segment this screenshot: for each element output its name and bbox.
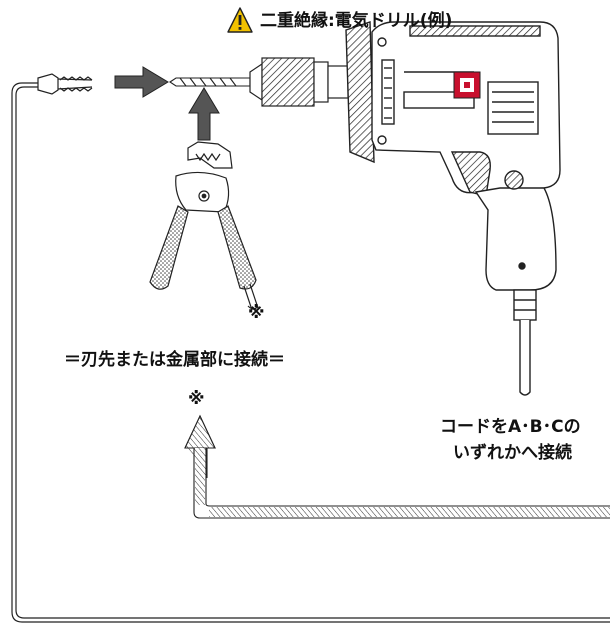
diagram-title: 二重絶縁:電気ドリル(例) (260, 11, 453, 31)
arrow-right-icon (114, 66, 169, 98)
cord-instruction-line2: いずれかへ接続 (453, 443, 572, 463)
drill-chuck (249, 57, 349, 107)
wire-clip (37, 73, 93, 95)
arrow-up-outline-icon (195, 448, 610, 517)
double-insulation-badge (453, 71, 481, 99)
note-mark-pipe: ※ (188, 389, 205, 409)
note-mark-clamp: ※ (248, 303, 265, 323)
arrow-up-icon (188, 87, 220, 141)
warning-icon (227, 7, 253, 33)
drill-bit (169, 77, 251, 87)
ground-wire (11, 82, 610, 623)
alligator-clamp (149, 141, 259, 311)
title-group: 二重絶縁:電気ドリル(例) (228, 6, 452, 31)
cord-instruction-line1: コードをA･B･Cの (440, 417, 581, 437)
drill-body (345, 21, 561, 396)
connection-caption: ＝刃先または金属部に接続＝ (64, 350, 285, 370)
ground-pipe (184, 414, 610, 519)
